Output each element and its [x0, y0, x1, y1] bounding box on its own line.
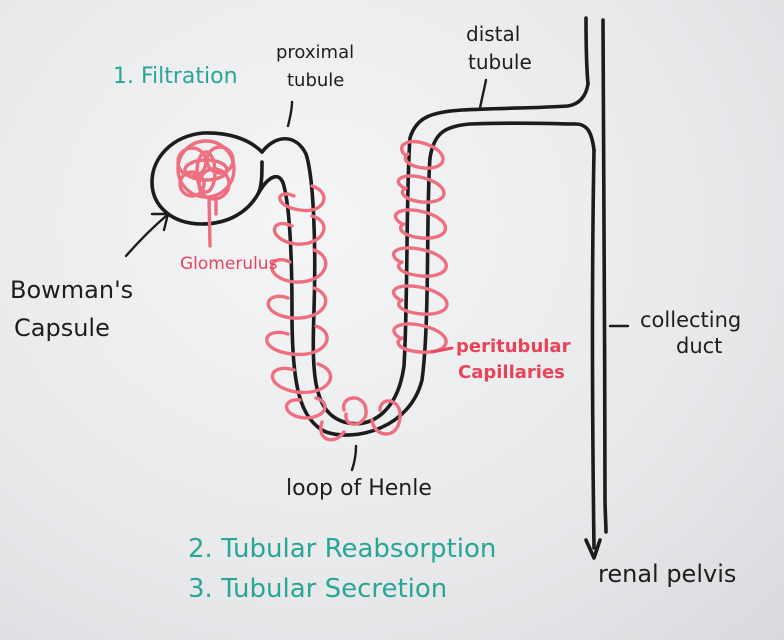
proximal-pointer: [286, 100, 294, 128]
collecting-duct: [584, 16, 590, 86]
distal-tubule-label-line2: tubule: [468, 50, 532, 74]
glomerulus-tangle: [176, 139, 236, 248]
peritubular-capillaries-label-line2: Capillaries: [458, 362, 565, 383]
nephron-tubule-outer: [260, 82, 590, 426]
tubular-secretion-label: 3. Tubular Secretion: [188, 574, 448, 604]
renal-pelvis-label: renal pelvis: [598, 560, 737, 588]
bowmans-capsule-label-line2: Capsule: [14, 314, 110, 342]
collecting-duct-label-line1: collecting: [640, 308, 742, 332]
proximal-tubule-label-line2: tubule: [287, 70, 345, 91]
distal-pointer: [478, 78, 488, 110]
collecting-duct-outlet: [584, 538, 602, 560]
bowmans-capsule-label-line1: Bowman's: [10, 276, 134, 304]
loop-pointer: [350, 444, 358, 472]
glomerulus-label: Glomerulus: [180, 254, 278, 274]
collecting-duct-left-wall: [590, 148, 596, 550]
collecting-duct-right-wall: [601, 18, 608, 534]
peritubular-coil-ascending: [391, 139, 449, 354]
loop-of-henle-label: loop of Henle: [286, 476, 432, 501]
peritubular-coil-loop: [319, 396, 402, 442]
peritubular-pointer: [430, 346, 454, 354]
tubular-reabsorption-label: 2. Tubular Reabsorption: [188, 534, 497, 564]
proximal-tubule-label-line1: proximal: [276, 42, 355, 63]
nephron-tubule-inner: [256, 121, 596, 437]
collecting-duct-label-line2: duct: [676, 334, 723, 358]
bowmans-pointer-head: [150, 212, 170, 232]
bowmans-pointer: [124, 214, 168, 258]
filtration-label: 1. Filtration: [113, 64, 238, 89]
peritubular-coil-descending: [265, 184, 333, 420]
distal-tubule-label-line1: distal: [466, 22, 521, 46]
peritubular-capillaries-label-line1: peritubular: [456, 336, 571, 357]
